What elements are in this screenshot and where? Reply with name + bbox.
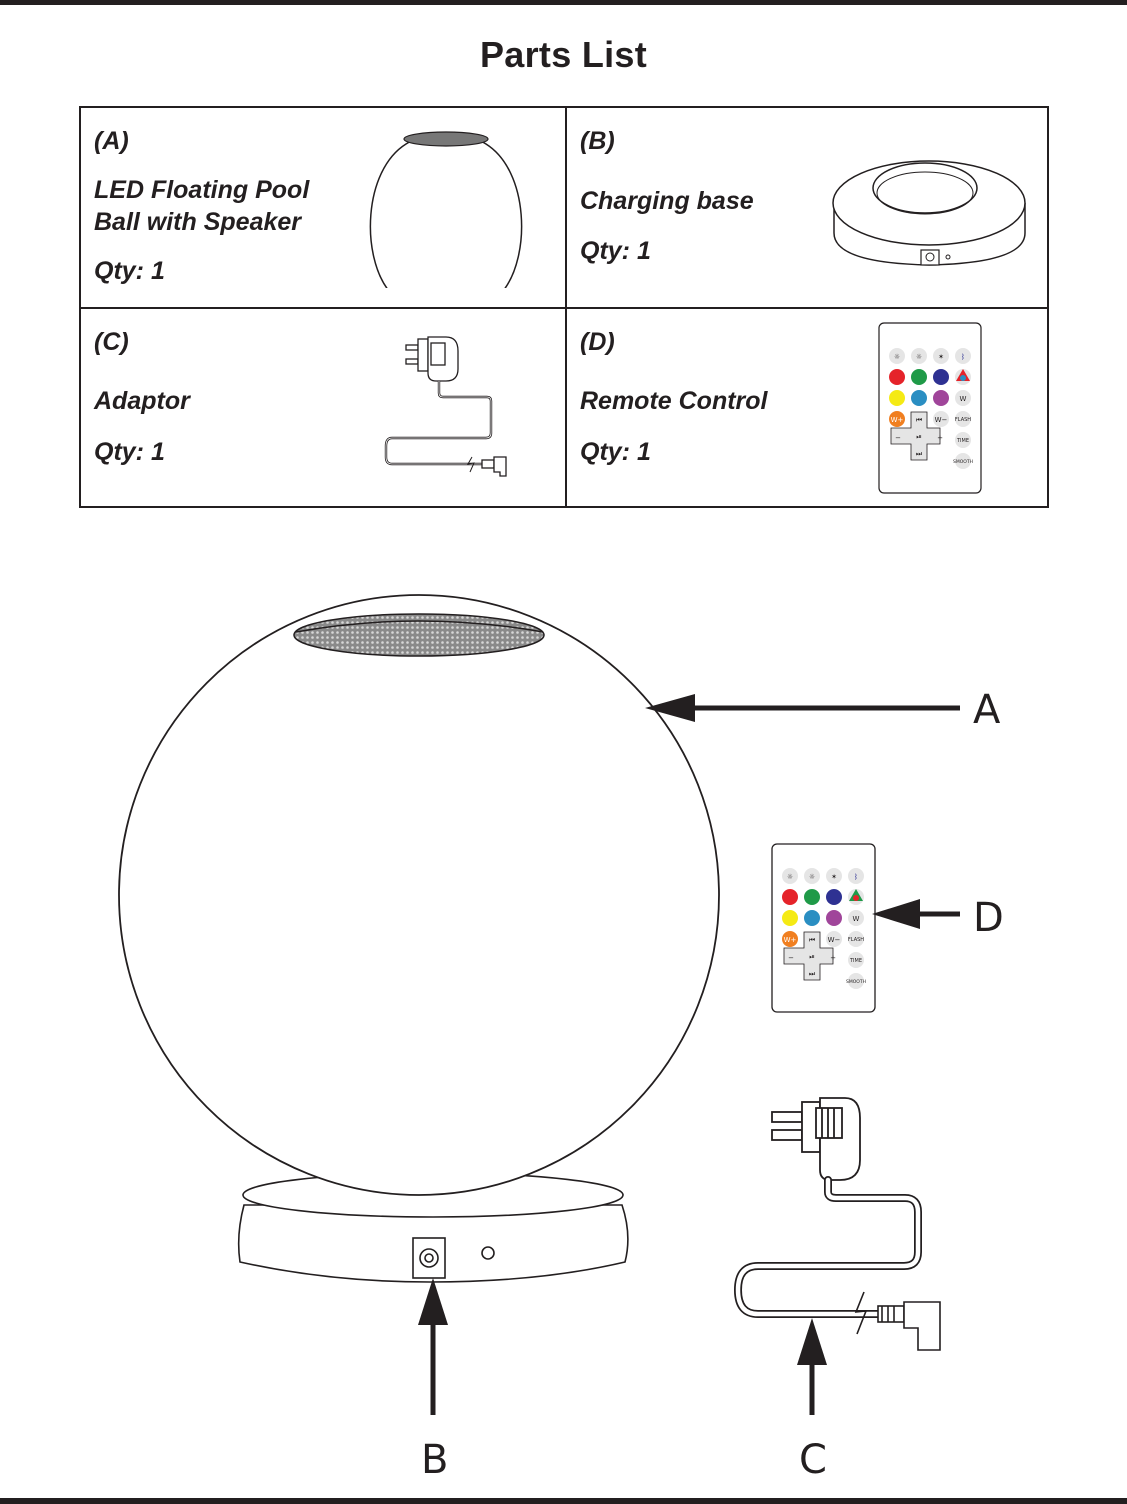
svg-text:SMOOTH: SMOOTH: [846, 979, 866, 985]
page-title: Parts List: [479, 34, 648, 75]
adaptor-drawing: [733, 1097, 941, 1351]
part-d-name: Remote Control: [580, 387, 768, 415]
svg-text:TIME: TIME: [849, 958, 862, 964]
label-b: B: [421, 1437, 449, 1483]
part-c-name: Adaptor: [94, 387, 190, 415]
part-d-qty: Qty: 1: [580, 438, 651, 466]
svg-text:☼: ☼: [916, 353, 922, 361]
pool-ball-thumbnail: [369, 131, 523, 288]
svg-text:ᛒ: ᛒ: [854, 873, 858, 881]
part-b-id: (B): [580, 127, 615, 155]
part-a-id: (A): [94, 127, 129, 155]
part-b-qty: Qty: 1: [580, 237, 651, 265]
label-c: C: [799, 1437, 827, 1483]
part-b-name: Charging base: [580, 187, 754, 215]
svg-text:W+: W+: [784, 936, 797, 944]
svg-text:⏮: ⏮: [916, 416, 922, 424]
part-cell-b: (B) Charging base Qty: 1: [567, 108, 1051, 307]
callout-arrows: [418, 694, 960, 1415]
svg-text:✶: ✶: [831, 873, 837, 881]
svg-text:⏭: ⏭: [809, 970, 816, 978]
label-d: D: [973, 895, 1004, 941]
svg-text:ᛒ: ᛒ: [961, 353, 965, 361]
svg-text:W−: W−: [828, 936, 841, 944]
bottom-rule: [0, 1498, 1127, 1504]
svg-text:+: +: [937, 434, 943, 442]
svg-text:⏮: ⏮: [809, 936, 815, 944]
svg-text:W+: W+: [891, 416, 904, 424]
part-cell-a: (A) LED Floating Pool Ball with Speaker …: [81, 108, 565, 307]
remote-control-thumbnail: ☼ ☼ ✶ ᛒ W W+ ⏮ ⏯ ⏭ − + W− FLASH TIME: [878, 322, 982, 494]
svg-text:W: W: [853, 915, 860, 923]
part-cell-d: (D) Remote Control Qty: 1 ☼ ☼ ✶ ᛒ W W+: [567, 309, 1051, 508]
part-a-name-line1: LED Floating Pool: [94, 176, 310, 204]
svg-text:☼: ☼: [809, 873, 815, 881]
part-d-id: (D): [580, 328, 615, 356]
part-c-qty: Qty: 1: [94, 438, 165, 466]
top-rule: [0, 0, 1127, 5]
svg-text:⏯: ⏯: [809, 953, 815, 961]
svg-text:⏭: ⏭: [916, 450, 923, 458]
pool-ball-drawing: [118, 594, 720, 1196]
svg-text:SMOOTH: SMOOTH: [953, 459, 973, 465]
svg-text:W: W: [960, 395, 967, 403]
charging-base-thumbnail: [832, 160, 1026, 266]
svg-text:✶: ✶: [938, 353, 944, 361]
svg-text:−: −: [895, 434, 901, 442]
svg-text:☼: ☼: [787, 873, 793, 881]
label-a: A: [973, 687, 1001, 733]
svg-text:TIME: TIME: [956, 438, 969, 444]
svg-text:FLASH: FLASH: [955, 417, 971, 423]
part-cell-c: (C) Adaptor Qty: 1: [81, 309, 565, 508]
part-a-qty: Qty: 1: [94, 257, 165, 285]
svg-text:−: −: [788, 954, 794, 962]
parts-table: (A) LED Floating Pool Ball with Speaker …: [79, 106, 1049, 508]
svg-text:W−: W−: [935, 416, 948, 424]
part-a-name-line2: Ball with Speaker: [94, 208, 302, 236]
table-divider-horizontal: [81, 307, 1047, 309]
svg-text:☼: ☼: [894, 353, 900, 361]
remote-control-drawing: ☼ ☼ ✶ ᛒ W W+ ⏮ ⏯ ⏭ − + W− FLASH TIME SMOOTH: [771, 843, 876, 1013]
svg-text:⏯: ⏯: [916, 433, 922, 441]
part-c-id: (C): [94, 328, 129, 356]
svg-text:+: +: [830, 954, 836, 962]
svg-text:FLASH: FLASH: [848, 937, 864, 943]
adaptor-thumbnail: [384, 336, 507, 477]
